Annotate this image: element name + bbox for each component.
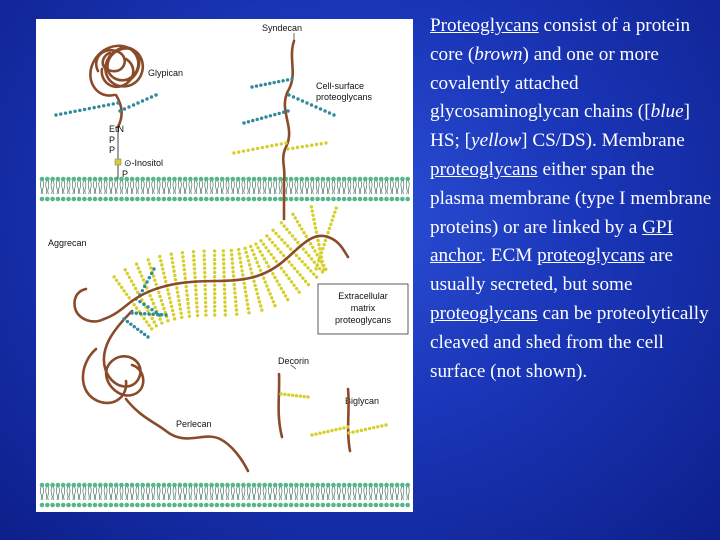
cs-ds-chain xyxy=(232,278,239,316)
label-biglycan: Biglycan xyxy=(345,396,379,406)
cs-ds-chain xyxy=(260,272,277,308)
decorin-protein xyxy=(277,372,284,439)
label-inositol: ⊙-Inositol xyxy=(124,158,163,168)
biglycan-protein xyxy=(346,387,352,453)
cs-ds-chain xyxy=(191,249,198,284)
cs-ds-chain xyxy=(155,286,170,323)
cs-ds-chain xyxy=(284,257,311,287)
hs-chain xyxy=(250,77,294,89)
cs-ds-chain xyxy=(265,234,289,261)
label-perlecan: Perlecan xyxy=(176,419,212,429)
ecm-label-box xyxy=(317,283,409,335)
plasma-membrane-bottom xyxy=(39,482,411,508)
hs-chain xyxy=(130,311,168,317)
caption-segment: brown xyxy=(474,43,523,65)
label-ecm-2: matrix xyxy=(351,303,376,313)
cs-ds-chain xyxy=(286,141,328,151)
cs-ds-chain xyxy=(241,277,251,315)
label-cell-surface-2: proteoglycans xyxy=(316,92,373,102)
perlecan-protein xyxy=(81,309,250,473)
label-ecm-1: Extracellular xyxy=(338,291,388,301)
aggrecan-protein xyxy=(73,234,350,323)
caption-link[interactable]: proteoglycans xyxy=(430,158,538,180)
hs-chain xyxy=(118,93,158,113)
hs-chain xyxy=(242,109,290,125)
caption-segment: consist of a protein core ( xyxy=(430,15,691,65)
label-etn: EtN xyxy=(109,124,124,134)
caption-link[interactable]: GPI anchor xyxy=(430,216,673,267)
caption-segment: blue xyxy=(650,101,684,123)
cs-ds-chain xyxy=(309,205,319,238)
cs-ds-chain xyxy=(254,242,273,272)
hs-chain xyxy=(122,317,150,339)
gpi-anchor xyxy=(114,127,122,179)
cs-ds-chain xyxy=(212,249,217,283)
hs-chain xyxy=(54,101,120,117)
cs-ds-chain xyxy=(180,250,188,285)
figure-drawing: EtN P P ⊙-Inositol P Glypican Syndecan C… xyxy=(39,23,411,508)
cs-ds-chain xyxy=(310,425,350,437)
cs-ds-chain xyxy=(347,423,388,435)
syndecan-protein xyxy=(281,39,296,221)
label-decorin: Decorin xyxy=(278,356,309,366)
caption-segment: can be proteolytically cleaved and shed … xyxy=(430,302,709,382)
cs-ds-chain xyxy=(259,239,281,267)
hs-chain xyxy=(287,93,336,117)
label-syndecan: Syndecan xyxy=(262,23,302,33)
cs-ds-chain xyxy=(232,141,288,155)
cs-ds-chain xyxy=(325,206,338,239)
caption-segment: either span the plasma membrane (type I … xyxy=(430,158,712,238)
cs-ds-chain xyxy=(279,392,310,399)
cs-ds-chain xyxy=(193,279,200,318)
cs-ds-chain xyxy=(203,279,208,317)
label-p3: P xyxy=(122,169,128,179)
cs-ds-chain xyxy=(123,268,142,298)
caption-link[interactable]: proteoglycans xyxy=(430,302,538,324)
caption-text: Proteoglycans consist of a protein core … xyxy=(430,12,712,386)
caption-link[interactable]: Proteoglycans xyxy=(430,15,539,36)
cs-ds-chain xyxy=(291,250,319,279)
label-cell-surface-1: Cell-surface xyxy=(316,81,364,91)
label-glypican: Glypican xyxy=(148,68,183,78)
label-aggrecan: Aggrecan xyxy=(48,238,87,248)
cs-ds-chain xyxy=(236,247,246,281)
cs-ds-chain xyxy=(221,249,226,283)
cs-ds-chain xyxy=(112,275,134,303)
cs-ds-chain xyxy=(251,275,264,312)
label-ecm-3: proteoglycans xyxy=(335,315,392,325)
cs-ds-chain xyxy=(271,228,296,254)
cs-ds-chain xyxy=(222,279,228,317)
cs-ds-chain xyxy=(169,252,178,286)
cs-ds-chain xyxy=(184,280,192,318)
caption-segment: ] CS/DS). Membrane xyxy=(521,130,685,152)
label-p1: P xyxy=(109,135,115,145)
glypican-protein xyxy=(89,44,145,129)
cs-ds-chain xyxy=(243,246,255,279)
caption-segment: are usually secreted, but some xyxy=(430,245,674,296)
caption-segment: ] HS; [ xyxy=(430,101,691,152)
cs-ds-chain xyxy=(212,279,217,317)
plasma-membrane-top xyxy=(39,176,411,202)
label-p2: P xyxy=(109,145,115,155)
cs-ds-chain xyxy=(291,212,311,242)
proteoglycan-figure: EtN P P ⊙-Inositol P Glypican Syndecan C… xyxy=(36,19,413,512)
caption-segment: yellow xyxy=(471,130,522,152)
cs-ds-chain xyxy=(249,244,264,276)
cs-ds-chain xyxy=(158,254,169,288)
caption-link[interactable]: proteoglycans xyxy=(537,245,645,267)
cs-ds-chain xyxy=(229,248,236,283)
caption-segment: . ECM xyxy=(481,245,538,267)
cs-ds-chain xyxy=(174,282,184,320)
caption-segment: ) and one or more covalently attached gl… xyxy=(430,43,659,123)
cs-ds-chain xyxy=(202,249,207,283)
